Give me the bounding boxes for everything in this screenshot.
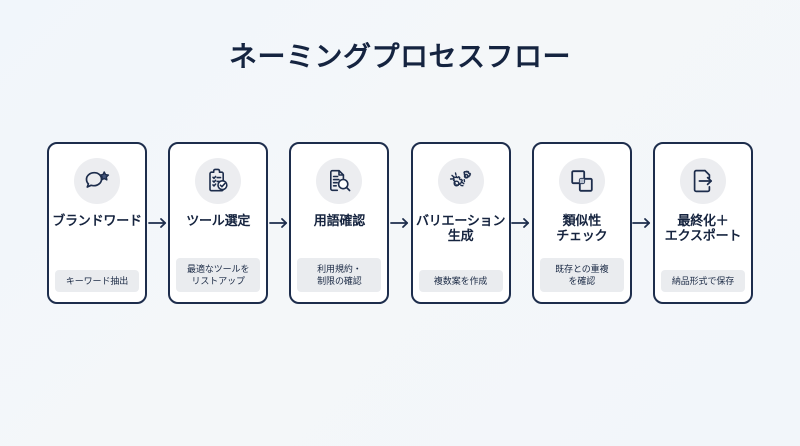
arrow-right-icon: [268, 142, 289, 304]
flow-step-term-check[interactable]: 用語確認 利用規約・ 制限の確認: [289, 142, 390, 304]
step-title: 最終化＋ エクスポート: [664, 213, 742, 244]
arrow-right-icon: [389, 142, 410, 304]
document-search-icon: [316, 158, 363, 204]
flow-step-finalize-export[interactable]: 最終化＋ エクスポート 納品形式で保存: [653, 142, 754, 304]
step-badge: 既存との重複 を確認: [539, 257, 624, 292]
chat-bubble-star-icon: [74, 158, 120, 204]
step-badge: 最適なツールを リストアップ: [176, 257, 261, 292]
process-flow: ブランドワード キーワード抽出 ツール選定 最: [47, 142, 754, 304]
clipboard-check-icon: [195, 158, 242, 204]
flow-step-tool-selection[interactable]: ツール選定 最適なツールを リストアップ: [168, 142, 269, 304]
arrow-right-icon: [632, 142, 653, 304]
file-export-icon: [680, 158, 727, 204]
flow-step-variation-generation[interactable]: バリエーション 生成 複数案を作成: [410, 142, 511, 304]
step-badge: 利用規約・ 制限の確認: [297, 257, 382, 292]
step-badge: 複数案を作成: [418, 269, 503, 292]
flow-step-brand-word[interactable]: ブランドワード キーワード抽出: [47, 142, 147, 304]
arrow-right-icon: [147, 142, 168, 304]
arrow-right-icon: [511, 142, 532, 304]
step-title: 用語確認: [313, 213, 365, 228]
step-title: バリエーション 生成: [415, 213, 506, 244]
flow-step-similarity-check[interactable]: 類似性 チェック 既存との重複 を確認: [531, 142, 632, 304]
overlapping-squares-icon: [558, 158, 605, 204]
step-title: 類似性 チェック: [556, 213, 608, 244]
gears-sparkle-icon: [437, 158, 484, 204]
step-badge: 納品形式で保存: [661, 269, 746, 292]
page-title: ネーミングプロセスフロー: [228, 41, 571, 72]
step-title: ブランドワード: [52, 213, 142, 228]
step-badge: キーワード抽出: [55, 269, 139, 292]
step-title: ツール選定: [186, 213, 251, 228]
